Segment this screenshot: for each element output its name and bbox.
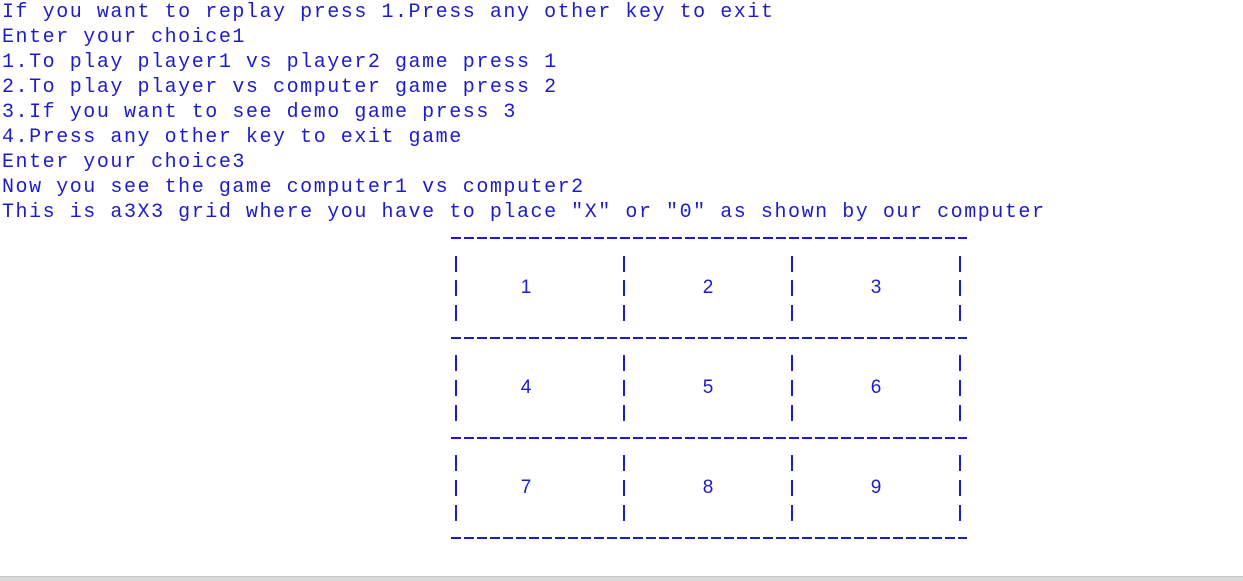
grid-vertical-border xyxy=(455,505,457,521)
console-line-menu-option-2: 2.To play player vs computer game press … xyxy=(2,75,558,100)
grid-vertical-border xyxy=(623,256,625,272)
window-bottom-edge xyxy=(0,576,1243,581)
grid-vertical-border xyxy=(455,380,457,396)
grid-vertical-border xyxy=(959,380,961,396)
grid-horizontal-border xyxy=(451,337,967,339)
console-line-text: Enter your choice xyxy=(2,151,233,174)
grid-vertical-border xyxy=(623,505,625,521)
grid-vertical-border xyxy=(959,455,961,471)
grid-vertical-border xyxy=(623,355,625,371)
grid-vertical-border xyxy=(791,256,793,272)
grid-vertical-border xyxy=(623,280,625,296)
console-line-grid-instructions: This is a3X3 grid where you have to plac… xyxy=(2,200,1046,225)
grid-vertical-border xyxy=(455,455,457,471)
grid-vertical-border xyxy=(959,305,961,321)
console-line-menu-option-4: 4.Press any other key to exit game xyxy=(2,125,463,150)
console-line-text: Enter your choice xyxy=(2,26,233,49)
console-line-text: 4.Press any other key to exit game xyxy=(2,126,463,149)
grid-vertical-border xyxy=(455,256,457,272)
console-line-menu-option-3: 3.If you want to see demo game press 3 xyxy=(2,100,517,125)
grid-vertical-border xyxy=(791,355,793,371)
console-line-text: 2.To play player vs computer game press … xyxy=(2,76,558,99)
console-line-text: 3.If you want to see demo game press 3 xyxy=(2,101,517,124)
console-line-enter-choice: Enter your choice1 xyxy=(2,25,246,50)
grid-vertical-border xyxy=(959,480,961,496)
grid-horizontal-border xyxy=(451,437,967,439)
console-line-text: 1.To play player1 vs player2 game press … xyxy=(2,51,558,74)
grid-vertical-border xyxy=(455,355,457,371)
grid-vertical-border xyxy=(623,455,625,471)
console-user-input: 3 xyxy=(232,151,246,174)
console-line-enter-choice: Enter your choice3 xyxy=(2,150,246,175)
grid-vertical-border xyxy=(959,280,961,296)
console-line-demo-notice: Now you see the game computer1 vs comput… xyxy=(2,175,585,200)
grid-cell-number: 5 xyxy=(702,377,714,398)
grid-vertical-border xyxy=(455,480,457,496)
grid-vertical-border xyxy=(791,380,793,396)
grid-vertical-border xyxy=(623,305,625,321)
grid-cell-number: 7 xyxy=(520,477,532,498)
grid-vertical-border xyxy=(959,405,961,421)
grid-cell-number: 2 xyxy=(702,277,714,298)
grid-vertical-border xyxy=(791,305,793,321)
console-line-menu-option-1: 1.To play player1 vs player2 game press … xyxy=(2,50,558,75)
grid-vertical-border xyxy=(791,280,793,296)
grid-vertical-border xyxy=(623,480,625,496)
grid-cell-number: 6 xyxy=(870,377,882,398)
grid-cell-number: 3 xyxy=(870,277,882,298)
grid-vertical-border xyxy=(959,355,961,371)
console-line-text: This is a3X3 grid where you have to plac… xyxy=(2,201,1046,224)
grid-cell-number: 1 xyxy=(520,277,532,298)
grid-cell-number: 9 xyxy=(870,477,882,498)
grid-vertical-border xyxy=(791,505,793,521)
grid-vertical-border xyxy=(791,480,793,496)
grid-vertical-border xyxy=(455,280,457,296)
grid-vertical-border xyxy=(791,405,793,421)
grid-vertical-border xyxy=(455,405,457,421)
grid-vertical-border xyxy=(791,455,793,471)
console-line-text: Now you see the game computer1 vs comput… xyxy=(2,176,585,199)
grid-horizontal-border xyxy=(451,537,967,539)
grid-cell-number: 4 xyxy=(520,377,532,398)
grid-vertical-border xyxy=(455,305,457,321)
console-user-input: 1 xyxy=(232,26,246,49)
grid-vertical-border xyxy=(959,505,961,521)
console-line-replay-prompt: If you want to replay press 1.Press any … xyxy=(2,0,774,25)
grid-cell-number: 8 xyxy=(702,477,714,498)
grid-vertical-border xyxy=(623,380,625,396)
grid-vertical-border xyxy=(623,405,625,421)
grid-vertical-border xyxy=(959,256,961,272)
grid-horizontal-border xyxy=(451,237,967,239)
console-line-text: If you want to replay press 1.Press any … xyxy=(2,1,775,24)
